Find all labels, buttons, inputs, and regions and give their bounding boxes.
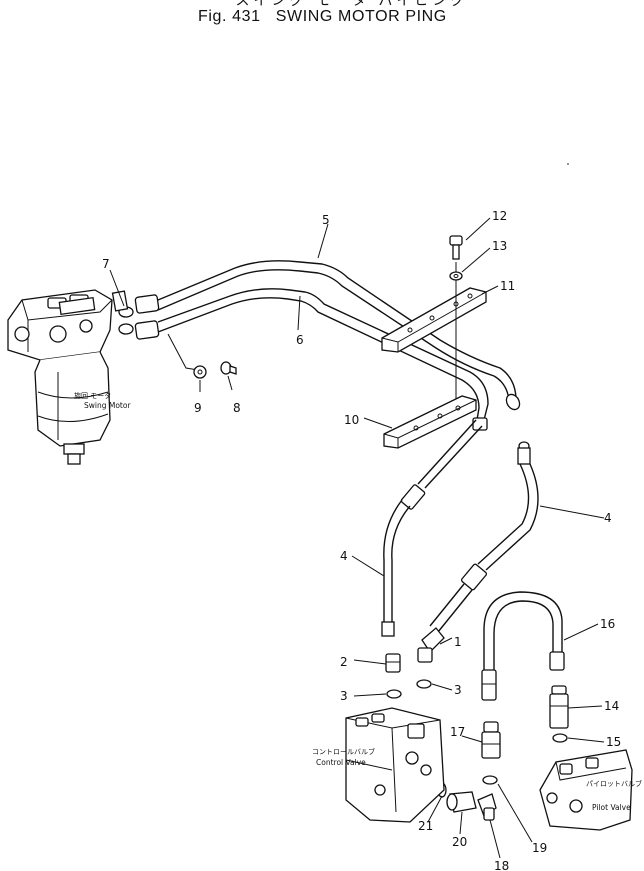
callout-2: 2 [340,655,348,669]
callout-20: 20 [452,835,467,849]
callout-19: 19 [532,841,547,855]
callout-4-left: 4 [340,549,348,563]
adapter-20 [446,791,477,813]
callout-12: 12 [492,209,507,223]
o-ring-3-right [416,679,432,689]
control-valve: コントロールバルブ Control Valve [312,707,445,823]
hose-16 [481,591,565,701]
nipple-2 [385,653,401,673]
callout-14: 14 [604,699,619,713]
figure-title: Fig. 431 SWING MOTOR PING [198,8,447,25]
callout-3-left: 3 [340,689,348,703]
callout-7: 7 [102,257,110,271]
bolt-8 [220,361,237,375]
figure-title-japanese: スイング モータ パイピング [235,0,469,9]
clamp-10 [383,395,477,449]
washer-13 [449,271,463,281]
callout-8: 8 [233,401,241,415]
callouts: 5 6 7 8 9 10 11 12 13 4 4 1 2 3 3 16 14 … [102,209,621,871]
callout-6: 6 [296,333,304,347]
callout-18: 18 [494,859,509,871]
pipe-flanges [134,294,160,340]
tube-5 [157,260,521,411]
speck [567,163,569,165]
callout-4-right: 4 [604,511,612,525]
callout-10: 10 [344,413,359,427]
o-ring-15 [552,733,568,743]
o-ring-set-7 [111,290,134,335]
leader-lines [109,217,605,859]
callout-11: 11 [500,279,515,293]
callout-13: 13 [492,239,507,253]
swing-motor-label: Swing Motor [84,401,131,410]
bolt-12 [449,235,463,260]
o-ring-19 [482,775,498,785]
hose-4-right [429,441,539,633]
pilot-valve-label-jp: パイロットバルブ [586,779,642,788]
swing-motor: 旋回 モータ Swing Motor [7,289,131,465]
pilot-valve-label: Pilot Valve [592,803,631,812]
clamp-11 [381,287,487,353]
washer-9 [193,365,207,379]
adapter-14 [549,685,569,729]
control-valve-label-jp: コントロールバルブ [312,747,375,756]
callout-17: 17 [450,725,465,739]
hose-4-left [381,419,483,637]
o-ring-3-left [386,689,402,699]
callout-3-right: 3 [454,683,462,697]
callout-9: 9 [194,401,202,415]
callout-5: 5 [322,213,330,227]
callout-21: 21 [418,819,433,833]
pilot-valve: パイロットバルブ Pilot Valve [539,749,642,831]
swing-motor-label-jp: 旋回 モータ [74,391,111,400]
control-valve-label: Control Valve [316,758,366,767]
elbow-1 [417,627,445,663]
callout-15: 15 [606,735,621,749]
callout-1: 1 [454,635,462,649]
elbow-18 [477,793,497,821]
callout-16: 16 [600,617,615,631]
fitting-17 [481,721,501,759]
